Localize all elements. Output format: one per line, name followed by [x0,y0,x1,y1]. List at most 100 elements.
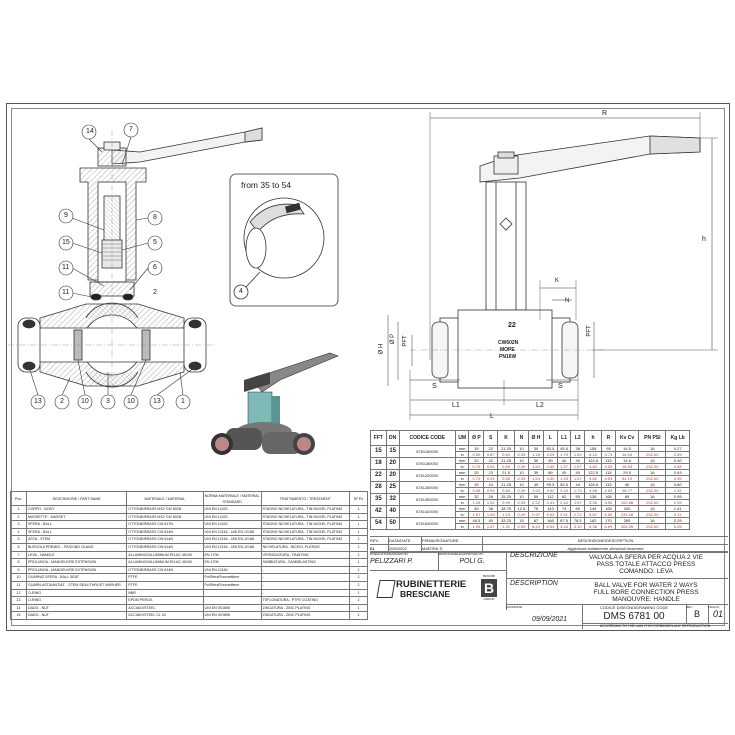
group-logo: BONOMI B GROUP [478,574,500,604]
parts-cell: 7 [9,550,28,560]
dims-cell: 0.59 [514,523,529,530]
parts-cell: ACCIAIO/STEEL CL 04 [126,611,204,620]
code-cell: CODICE DISEGNO/DRAWING CODE DMS 6781 00 [582,605,687,623]
dims-header: h [584,430,603,446]
dims-cell: in [454,523,470,530]
parts-cell: BUSSOLA PREMIG. - PACKING GLAND [26,542,128,552]
parts-cell: ALLUMINIO/ALUMINIUM EN-AC 46100 [126,558,204,567]
parts-cell: O-RING [26,596,128,605]
parts-cell: STAGNO NICHELATURA - TIN NICKEL PLATING [260,520,350,529]
dims-cell: 18 [370,457,387,470]
dims-header: CODICE CODE [398,430,456,446]
signature-col-header: FIRMA/SIGNATURE [422,537,483,544]
dims-header: FFT [370,430,387,446]
dims-header: L [543,430,558,446]
dim-PFT-right: PFT [586,325,593,337]
sheet-number: 01 [712,609,723,619]
parts-cell: 13 [9,596,28,605]
parts-cell: OTTONE/BRASS CW 617N [126,520,204,529]
dims-cell: 50 [385,517,400,530]
desc-en-line2: FULL BORE CONNECTION PRESS [593,589,699,596]
callout-2: 2 [60,398,64,405]
dims-cell: 15 [370,445,387,458]
description-col-header: DESCRIZIONE/DESCRIPTION [577,538,634,543]
rev-description: Aggiornato trattamento sfera/ball treatm… [567,546,644,551]
parts-cell: UNI EN 12164 - UNI EN 12168 [202,527,262,537]
parts-cell: PoliTetraFluoroetilene [202,573,262,582]
callout-10b: 10 [127,398,135,405]
callouts [29,122,195,410]
parts-cell: PROLUNGA - MANOEUVRE EXTENSION [26,565,128,575]
dims-cell: 6781350000 [398,493,456,506]
parts-cell: STAGNO NICHELATURA - TIN NICKEL PLATING [260,512,350,522]
callout-5: 5 [153,239,157,246]
rev-date: 20/9/2022 [389,545,422,552]
dim-OP: Ø P [390,333,397,345]
parts-header: MATERIALE / MATERIAL [126,491,204,506]
parts-cell: UNI EN 12420 [202,520,262,529]
dim-R: R [602,110,608,117]
parts-cell: 1 [9,505,28,514]
approved-by-cell: RESPONSABILE/APPROVED BY POLI G. [438,552,507,571]
parts-cell: 2 [9,512,28,522]
parts-cell: PTFE [126,580,204,590]
law-note: ACCORDING TO THE LAW IT IS FORBIDDEN ANY… [582,623,728,628]
revision-row: 01 20/9/2022 MARTINI S. Aggiornato tratt… [370,545,728,553]
parts-cell: OTTONE/BRASS CW 614N [126,527,204,537]
company-name-1: RUBINETTERIE [396,579,467,590]
dims-cell: 20 [385,457,400,470]
parts-cell: 1 [348,558,369,567]
dims-header: L1 [556,430,572,446]
body-mark-mope: MOPE [500,347,515,353]
dims-cell: 54 [370,517,387,530]
detail-title: from 35 to 54 [241,180,292,190]
dims-header: R [601,430,616,446]
parts-cell: PTFE [126,573,204,582]
dims-header: L2 [570,430,586,446]
parts-cell: TEFLONATURA - PTFE COATING [260,596,350,605]
title-block: DISEGNATORE/DRAWN BY PELIZZARI P. RESPON… [370,551,728,629]
desc-en-label: DESCRIPTION [510,580,558,587]
dims-cell: 232.00 [638,523,667,530]
callout-9: 9 [64,212,68,219]
callout-bubble [81,124,97,140]
dims-cell: 6781150000 [398,445,456,458]
parts-cell: GUARNIZ.SFERA - BALL SEAT [26,573,128,582]
dim-L1: L1 [452,402,460,409]
section-view [8,127,263,398]
date-col-header: DATA/DATE [389,537,422,544]
rev-cell: REV. B [686,605,709,623]
callout-6: 6 [153,264,157,271]
dims-cell: 3.10 [570,523,586,530]
dims-header: PN PSI [638,430,667,446]
dim-S-left: S [432,383,437,390]
parts-cell: STAGNO NICHELATURA - TIN NICKEL PLATING [260,535,350,544]
parts-cell: STAGNO NICHELATURA - TIN NICKEL PLATING [260,527,350,537]
dims-header-row: FFT DN CODICE CODE UM Ø P S K N Ø H L L1… [370,430,690,446]
description-en: DESCRIPTION BALL VALVE FOR WATER 2 WAYS … [506,578,728,605]
date-label: DATA/DATE [506,605,523,609]
parts-cell: 10 [9,573,28,582]
parts-cell: SABBIATURA - SANDBLASTING [260,558,350,567]
parts-cell: - [260,565,350,575]
parts-cell: 4 [9,527,28,537]
parts-cell: 2 [348,573,369,582]
desc-it-line3: COMANDO: LEVA [619,568,673,575]
dim-S-right: S [558,383,563,390]
parts-cell: 1 [348,565,369,575]
company-name-2: BRESCIANE [400,589,451,599]
rev-label: REV. [686,605,693,609]
parts-cell: SFERA - BALL [26,527,128,537]
parts-header: Pos. [9,491,28,506]
group-top: BONOMI [482,574,496,578]
parts-header: Nº Pz [348,491,369,506]
company-logo: RUBINETTERIE BRESCIANE BONOMI B GROUP [370,570,507,610]
title-bottom-row: DATA/DATE 09/09/2021 CODICE DISEGNO/DRAW… [506,604,728,629]
